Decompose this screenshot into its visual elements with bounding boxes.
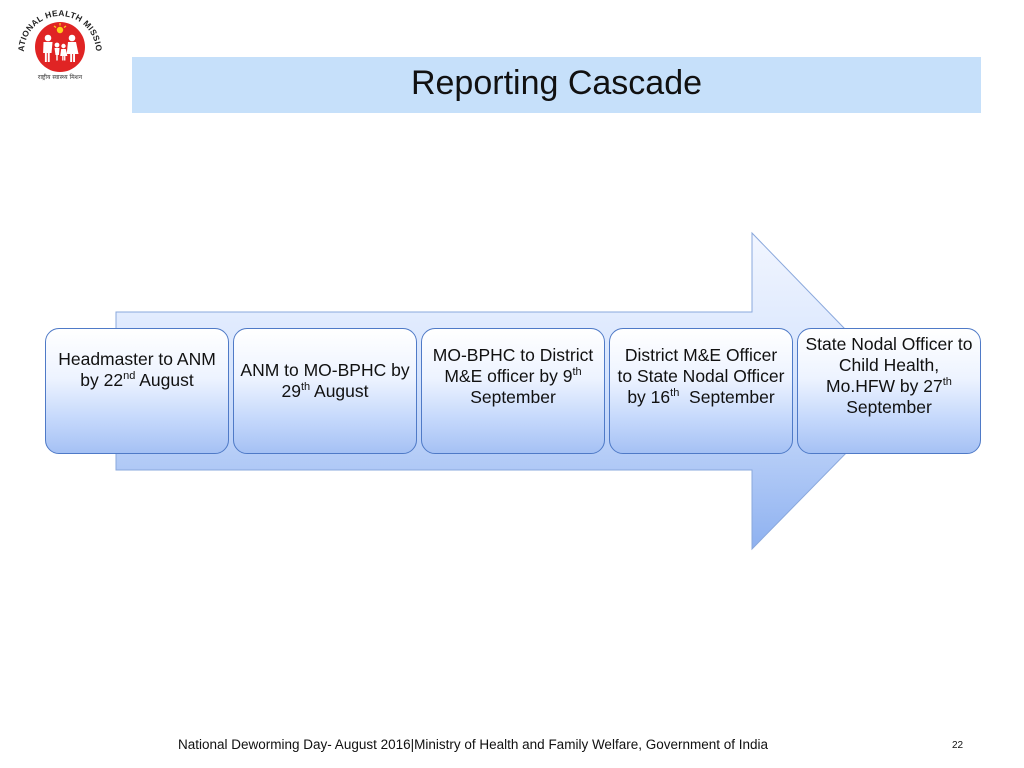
family-figures-icon bbox=[43, 34, 79, 62]
cascade-step-5: State Nodal Officer to Child Health, Mo.… bbox=[797, 328, 981, 454]
footer-text: National Deworming Day- August 2016|Mini… bbox=[178, 737, 769, 752]
cascade-step-1: Headmaster to ANM by 22nd August bbox=[45, 328, 229, 454]
logo-circle bbox=[35, 22, 85, 72]
logo-sub-text: राष्ट्रीय स्वास्थ्य मिशन bbox=[38, 73, 83, 81]
cascade-step-3: MO-BPHC to District M&E officer by 9th S… bbox=[421, 328, 605, 454]
national-health-mission-logo: NATIONAL HEALTH MISSION राष्ट्रीय स्वास्… bbox=[14, 2, 104, 81]
cascade-step-4: District M&E Officer to State Nodal Offi… bbox=[609, 328, 793, 454]
page-title: Reporting Cascade bbox=[410, 64, 703, 102]
cascade-step-3-text: MO-BPHC to District M&E officer by 9th S… bbox=[432, 344, 594, 407]
cascade-step-2: ANM to MO-BPHC by 29th August bbox=[233, 328, 417, 454]
cascade-step-5-text: State Nodal Officer to Child Health, Mo.… bbox=[805, 334, 973, 417]
cascade-step-1-text: Headmaster to ANM by 22nd August bbox=[58, 349, 216, 390]
title-band bbox=[132, 57, 981, 113]
cascade-step-2-text: ANM to MO-BPHC by 29th August bbox=[240, 360, 410, 401]
cascade-step-4-text: District M&E Officer to State Nodal Offi… bbox=[617, 344, 790, 407]
page-number: 22 bbox=[952, 740, 964, 751]
